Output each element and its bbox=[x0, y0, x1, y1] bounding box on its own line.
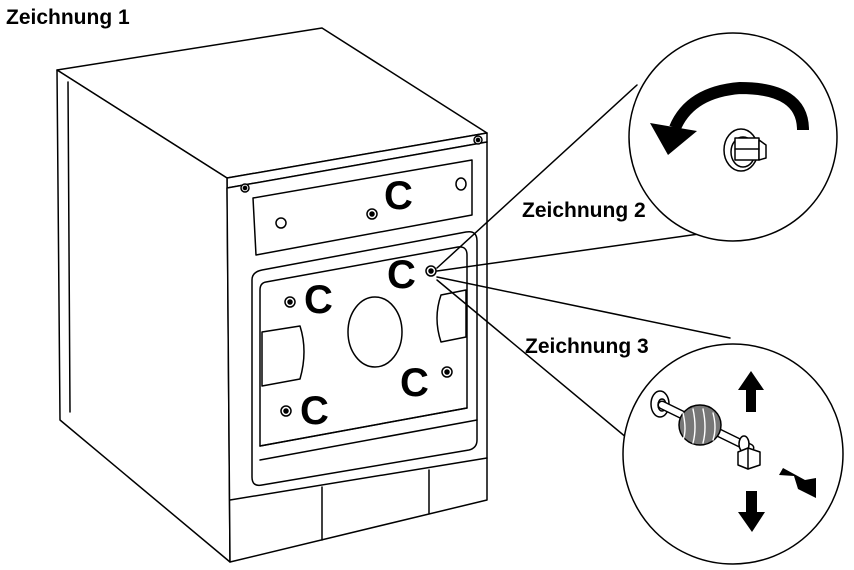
skirt-line bbox=[229, 457, 488, 501]
upper-panel bbox=[252, 159, 473, 256]
cabinet-left-side-inner-line bbox=[67, 81, 71, 413]
c-marker-left-upper: C bbox=[304, 278, 333, 322]
rotate-ccw-arrow-icon bbox=[669, 82, 809, 131]
drawing-2-title: Zeichnung 2 bbox=[522, 199, 646, 222]
center-opening bbox=[347, 296, 403, 368]
callout-2-upper bbox=[436, 84, 638, 269]
front-bar-1 bbox=[259, 407, 468, 447]
machine-cabinet: C C C C C bbox=[56, 27, 488, 563]
cutout-right bbox=[436, 289, 467, 343]
detail-circle-3 bbox=[622, 343, 844, 565]
c-marker-left-lower: C bbox=[300, 389, 329, 433]
bellows-icon bbox=[678, 404, 722, 446]
hex-nut-icon bbox=[737, 447, 761, 470]
callout-2-lower bbox=[436, 232, 707, 272]
c-markers: C C C C C bbox=[300, 174, 429, 433]
c-marker-right-lower: C bbox=[400, 361, 429, 405]
frame-screws bbox=[280, 265, 453, 417]
detail-circle-2 bbox=[628, 32, 838, 242]
drawing-1-title: Zeichnung 1 bbox=[6, 6, 130, 29]
callout-lines bbox=[436, 84, 731, 459]
bolt-detail-icon bbox=[723, 128, 767, 172]
c-marker-top-right: C bbox=[387, 253, 416, 297]
cutout-left bbox=[261, 325, 305, 387]
upper-panel-knob-left bbox=[275, 217, 287, 229]
c-marker-upper-panel: C bbox=[384, 174, 413, 218]
drawing-3-title: Zeichnung 3 bbox=[525, 335, 649, 358]
upper-panel-knob-right bbox=[455, 177, 467, 191]
rotate-arrow-head bbox=[650, 123, 697, 155]
front-bar-2 bbox=[259, 419, 478, 461]
arrow-right-icon bbox=[779, 468, 816, 498]
callout-3-upper bbox=[436, 276, 731, 339]
callout-3-lower bbox=[436, 279, 652, 459]
arrow-down-icon bbox=[738, 491, 765, 532]
arrow-up-icon bbox=[738, 371, 764, 412]
